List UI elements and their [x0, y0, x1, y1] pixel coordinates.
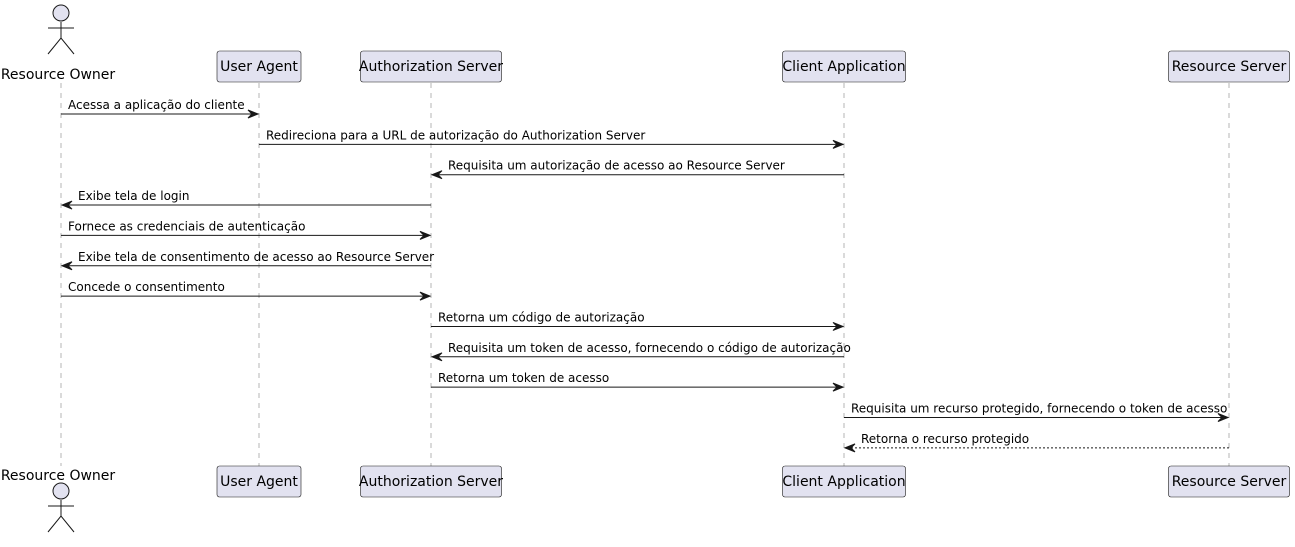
message-8: Retorna um código de autorização	[431, 310, 845, 331]
actor-top-ro: Resource Owner	[1, 4, 116, 83]
arrowhead-icon	[247, 109, 260, 119]
message-label: Requisita um token de acesso, fornecendo…	[448, 341, 851, 355]
arrowhead-icon	[60, 200, 73, 210]
message-12: Retorna o recurso protegido	[843, 432, 1229, 453]
message-2: Redireciona para a URL de autorização do…	[259, 128, 845, 149]
message-5: Fornece as credenciais de autenticação	[61, 219, 432, 240]
message-label: Requisita um recurso protegido, fornecen…	[851, 402, 1227, 416]
message-7: Concede o consentimento	[61, 280, 432, 301]
actor-legs-icon	[47, 515, 75, 533]
participant-label: User Agent	[220, 59, 298, 75]
message-4: Exibe tela de login	[60, 189, 431, 210]
participant-label: User Agent	[220, 474, 298, 490]
message-9: Requisita um token de acesso, fornecendo…	[430, 341, 851, 362]
message-label: Retorna o recurso protegido	[861, 432, 1029, 446]
arrowhead-icon	[419, 291, 432, 301]
participant-label: Resource Server	[1172, 474, 1287, 490]
participant-bottom-as: Authorization Server	[359, 465, 503, 498]
actor-legs-icon	[47, 37, 75, 55]
message-label: Concede o consentimento	[68, 280, 225, 294]
message-1: Acessa a aplicação do cliente	[61, 98, 260, 119]
arrowhead-icon	[832, 139, 845, 149]
message-label: Retorna um token de acesso	[438, 371, 609, 385]
actor-head-icon	[52, 482, 70, 500]
participant-top-ua: User Agent	[216, 50, 302, 83]
participant-top-as: Authorization Server	[359, 50, 503, 83]
participant-bottom-ca: Client Application	[782, 465, 906, 498]
message-11: Requisita um recurso protegido, fornecen…	[844, 402, 1230, 422]
message-label: Exibe tela de login	[78, 189, 189, 203]
actor-head-icon	[52, 4, 70, 22]
participant-top-rs: Resource Server	[1168, 50, 1290, 83]
arrowhead-icon	[430, 352, 443, 362]
participant-label: Authorization Server	[359, 474, 503, 490]
message-label: Exibe tela de consentimento de acesso ao…	[78, 250, 434, 264]
participant-label: Client Application	[782, 59, 905, 75]
arrowhead-icon	[832, 321, 845, 331]
arrowhead-icon	[1217, 413, 1230, 422]
message-6: Exibe tela de consentimento de acesso ao…	[60, 250, 434, 271]
arrowhead-icon	[60, 261, 73, 271]
participant-bottom-rs: Resource Server	[1168, 465, 1290, 498]
message-3: Requisita um autorização de acesso ao Re…	[430, 159, 844, 180]
message-label: Redireciona para a URL de autorização do…	[266, 128, 645, 142]
actor-label: Resource Owner	[1, 67, 116, 83]
participant-bottom-ua: User Agent	[216, 465, 302, 498]
arrowhead-icon	[832, 382, 845, 392]
arrowhead-icon	[430, 170, 443, 180]
message-label: Requisita um autorização de acesso ao Re…	[448, 159, 785, 173]
message-label: Fornece as credenciais de autenticação	[68, 219, 305, 233]
participant-label: Authorization Server	[359, 59, 503, 75]
message-label: Retorna um código de autorização	[438, 310, 645, 324]
participant-label: Client Application	[782, 474, 905, 490]
arrowhead-icon	[419, 230, 432, 240]
actor-label: Resource Owner	[1, 468, 116, 484]
message-10: Retorna um token de acesso	[431, 371, 845, 392]
participant-top-ca: Client Application	[782, 50, 906, 83]
arrowhead-icon	[843, 443, 856, 453]
actor-bottom-ro: Resource Owner	[1, 468, 116, 533]
message-label: Acessa a aplicação do cliente	[68, 98, 245, 112]
participant-label: Resource Server	[1172, 59, 1287, 75]
